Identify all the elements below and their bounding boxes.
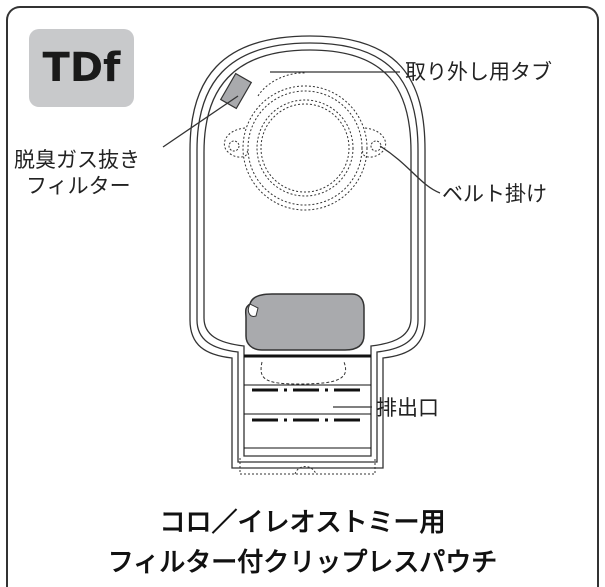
filter-patch: [219, 72, 253, 110]
title-line2: フィルター付クリップレスパウチ: [107, 548, 498, 578]
product-code-badge: TDf: [29, 29, 134, 107]
fold-patch: [244, 293, 365, 351]
filter-label-line2: フィルター: [26, 174, 131, 198]
belt-label: ベルト掛け: [442, 182, 547, 206]
flange-ring: [223, 72, 387, 211]
outlet-end-seal: [239, 458, 376, 475]
pouch-outline: [189, 35, 426, 469]
tab-label: 取り外し用タブ: [405, 60, 552, 84]
filter-label-line1: 脱臭ガス抜き: [14, 148, 140, 172]
outlet-fold-lines: [244, 354, 371, 449]
leader-lines: [162, 71, 441, 408]
diagram-frame: [6, 6, 599, 587]
title-line1: コロ／イレオストミー用: [159, 508, 446, 538]
outlet-label: 排出口: [376, 396, 439, 420]
